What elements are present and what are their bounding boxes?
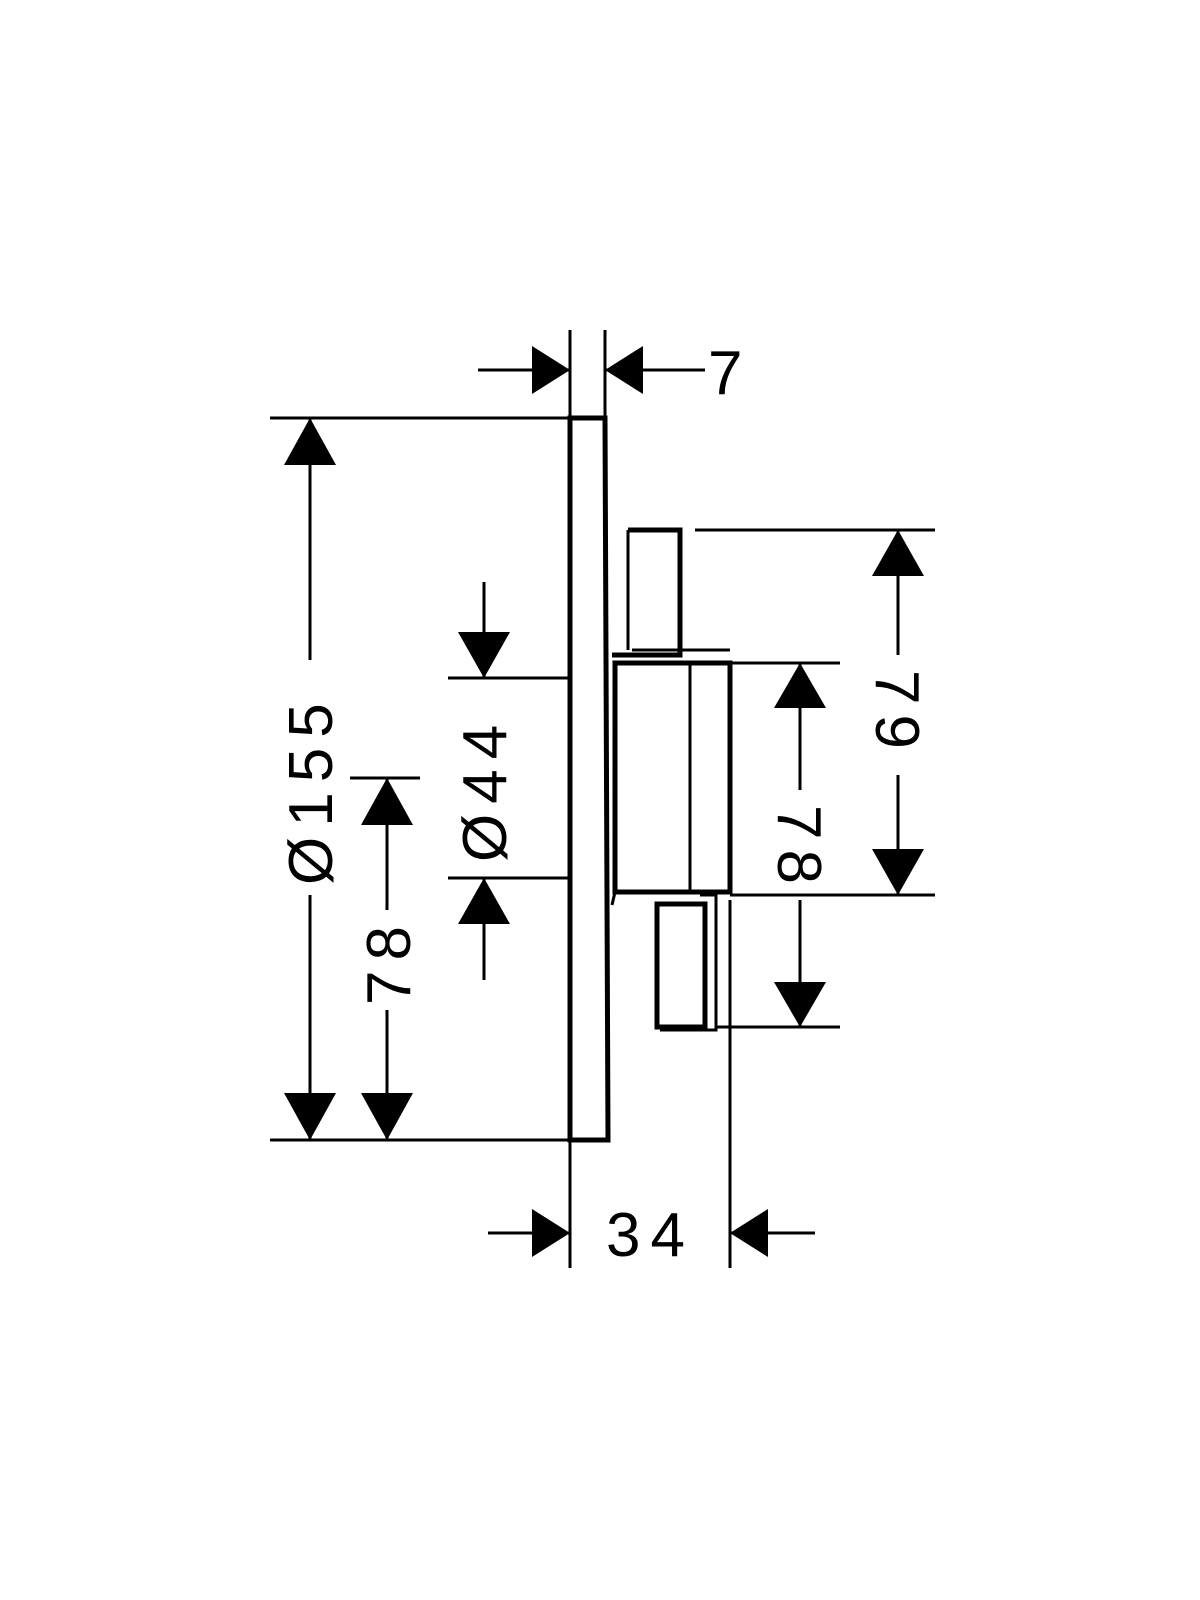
dimension-diameter-outer: Ø155 (270, 416, 570, 1142)
dimension-label-depth: 34 (606, 1201, 695, 1270)
dimension-label-diameter-inner: Ø44 (451, 715, 520, 862)
dimension-label-right-lower: 78 (764, 805, 833, 894)
dimension-diameter-inner: Ø44 (448, 582, 570, 980)
mixer-body-outline (567, 415, 733, 1143)
dimension-right-upper-height: 79 (695, 528, 935, 897)
dimension-thickness-top: 7 (478, 330, 752, 418)
dimension-label-diameter-outer: Ø155 (277, 693, 346, 885)
dimension-right-lower-height: 78 (716, 661, 840, 1029)
dimension-label-right-upper: 79 (862, 670, 931, 759)
dimension-label-left-height: 78 (355, 916, 424, 1005)
dimension-depth-bottom: 34 (488, 900, 815, 1270)
dimension-left-half-height: 78 (350, 776, 424, 1140)
dimension-label-thickness: 7 (708, 339, 752, 408)
